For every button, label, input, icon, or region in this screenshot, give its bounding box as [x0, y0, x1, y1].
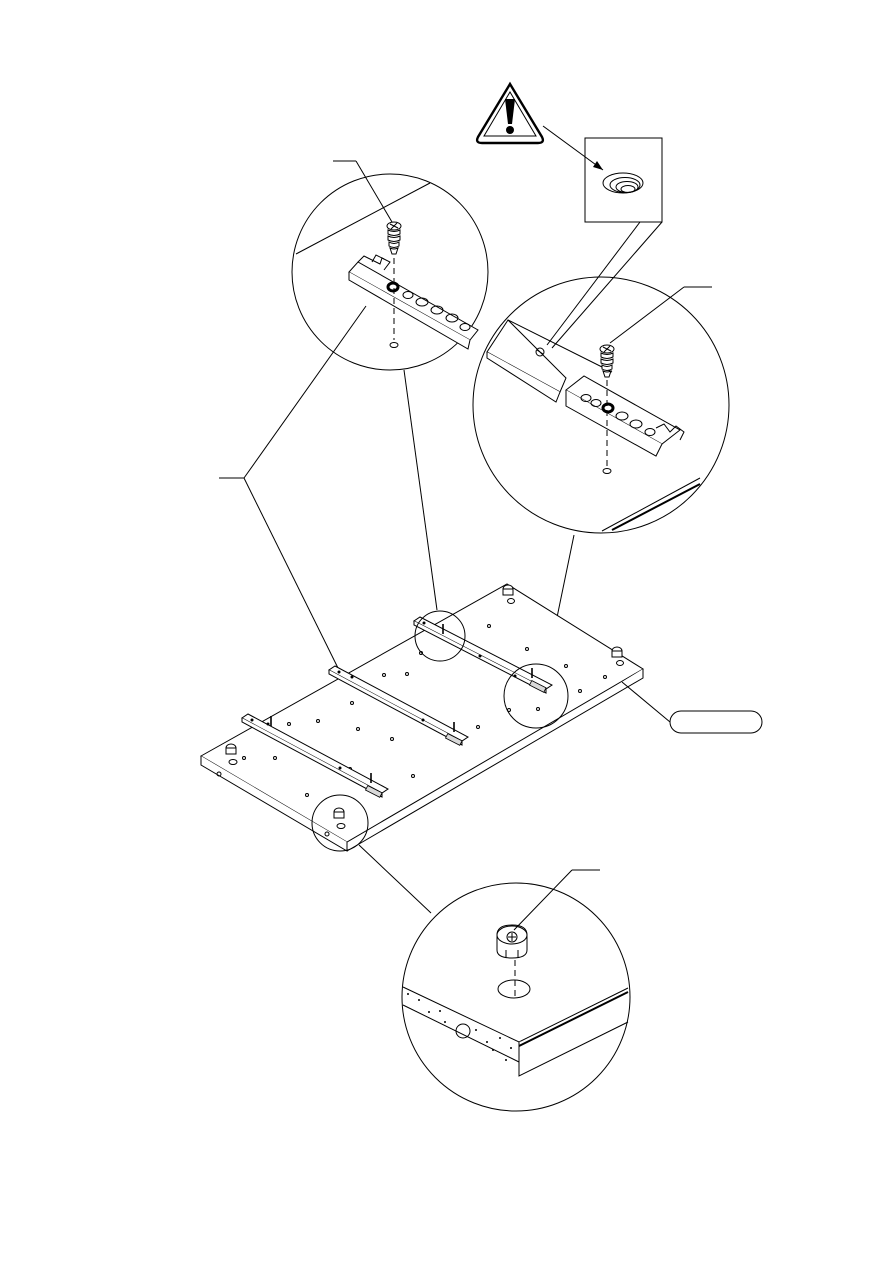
detail-connector [359, 845, 431, 913]
screw-icon [387, 222, 401, 254]
rail-leader-lines [219, 306, 366, 668]
cam-lock-icon [497, 925, 527, 958]
rail-rear-detail-circle [473, 277, 729, 533]
rail-front-detail-circle [292, 161, 488, 370]
detail-connector [404, 370, 437, 610]
board-panel [201, 584, 643, 851]
cam-detail-circle [402, 870, 630, 1111]
screw-icon [600, 345, 614, 377]
warning-leader-arrow [543, 126, 603, 170]
exclamation-warning-triangle-icon [477, 84, 543, 143]
panel-label-leader [622, 682, 762, 733]
